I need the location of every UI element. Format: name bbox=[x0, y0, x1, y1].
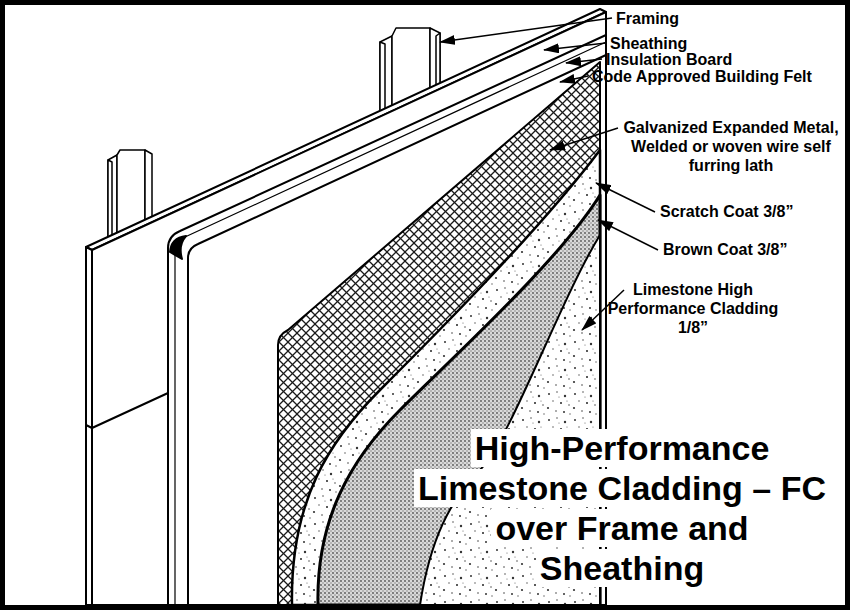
part-label: Brown Coat 3/8” bbox=[663, 241, 787, 259]
felt-curl bbox=[170, 236, 186, 259]
leader-line bbox=[550, 128, 618, 150]
diagram-title-box: High-Performance Limestone Cladding – FC… bbox=[413, 428, 831, 588]
leader-line bbox=[440, 18, 612, 42]
leader-line bbox=[598, 220, 658, 250]
part-label: Galvanized Expanded Metal, Welded or wov… bbox=[620, 118, 842, 175]
part-label: Sheathing bbox=[610, 35, 687, 53]
leader-line bbox=[560, 76, 588, 82]
part-label: Insulation Board bbox=[606, 51, 732, 69]
sheathing-joint bbox=[86, 393, 168, 428]
part-label: Framing bbox=[616, 10, 679, 28]
part-label: Limestone High Performance Cladding 1/8” bbox=[599, 280, 787, 337]
frame-border bbox=[3, 3, 848, 608]
part-label: Code Approved Building Felt bbox=[592, 68, 812, 86]
leader-line bbox=[566, 59, 602, 63]
leader-line bbox=[544, 43, 606, 50]
leader-line bbox=[596, 183, 655, 212]
part-label: Scratch Coat 3/8” bbox=[660, 203, 793, 221]
diagram-title: High-Performance Limestone Cladding – FC… bbox=[414, 429, 830, 587]
